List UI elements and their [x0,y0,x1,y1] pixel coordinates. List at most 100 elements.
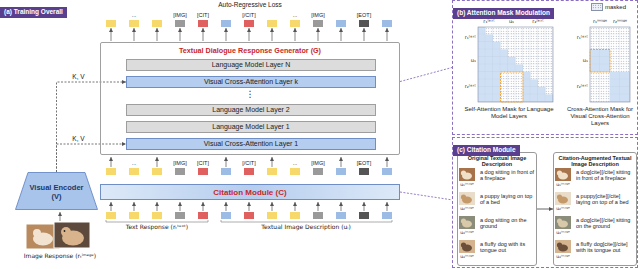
image-label: u₁ⁱᵐᵃᵍᵉ [460,182,474,187]
cross-attention-mask [590,50,610,73]
diagram-root: u₁ [583,58,588,64]
diagram-root: u₁ [471,58,476,64]
token-arrow [272,28,273,41]
diagram-root: r₁ᵗᵉˣᵗ [483,19,494,25]
token-arrow [111,202,112,211]
image-thumbnail [555,192,571,205]
token-label: [CIT] [197,160,209,166]
panel-title: (a) Training Overall [0,7,67,18]
layer-name: Language Model Layer 2 [212,106,289,114]
image-thumbnail [555,168,571,181]
encoder-trapezoid: Visual Encoder (V) [15,172,98,210]
panel-title: (c) Citation Module [453,145,520,156]
image-thumbnail [557,242,562,247]
description-box: a fluffy dog[cite][/cite] with its tongu… [576,241,636,254]
bracket [221,220,392,222]
token-arrow [203,202,204,211]
input-label: Image Response (rₜⁱᵐᵃᵍᵉ) [24,253,96,260]
image-label: u₃ⁱᵐᵃᵍᵉ [556,230,570,235]
panel: (c) Citation ModuleOriginal Textual Imag… [452,137,638,268]
token-label: ... [132,160,137,166]
token-arrow [272,202,273,211]
diagram-root: Cross-Attention Mask for Visual Cross-At… [562,106,638,127]
token-arrow [318,28,319,41]
connector [57,82,127,172]
description-box: a puppy[cite][/cite] laying on top of a … [576,193,636,206]
token-arrow [295,28,296,41]
image-thumbnail [459,240,475,253]
token-label: [EOT] [357,160,371,166]
diagram-root: r₁ᵗᵉˣᵗ [465,35,476,41]
token-arrow [180,202,181,211]
diagram-root: u₄ⁱᵐᵃᵍᵉ [556,254,570,259]
token-label: [IMG] [311,160,324,166]
token-arrow [387,202,388,211]
dog-photo [61,227,71,237]
self-attention-mask [478,27,553,102]
token-arrow [341,157,342,167]
description-text: a dog sitting in front of a fireplace [480,169,536,182]
input-label: Textual Image Description (uᵢ) [261,224,351,231]
layer-name: Visual Cross-Attention Layer k [204,78,298,86]
encoder-outline [16,173,98,210]
diagram-root: r₂ᵗᵉˣᵗ [465,84,476,90]
axis-label: r₂ᵗᵉˣᵗ [577,84,588,90]
token-arrow [341,28,342,41]
diagram-root: ... [132,12,137,18]
image-thumbnail [461,218,466,223]
image-thumbnail [459,192,475,205]
image-label: u₂ⁱᵐᵃᵍᵉ [556,206,570,211]
diagram-root: r₂ᵗᵉˣᵗ [577,84,588,90]
self-attention-mask [478,27,553,102]
token-arrow [226,202,227,211]
image-label: u₁ⁱᵐᵃᵍᵉ [556,182,570,187]
connector [400,68,452,82]
axis-label: u₁ [509,19,514,25]
dog-photo [64,230,66,232]
token-arrow [364,28,365,41]
token-arrow [203,28,204,41]
axis-label: r₁ⁱᵐᵃᵍᵉ [593,19,607,25]
image-thumbnail [461,170,466,175]
token-arrow [318,202,319,211]
layer-name: Language Model Layer N [212,61,291,69]
self-attention-mask [501,72,524,102]
axis-label: r₁ᵗᵉˣᵗ [465,35,476,41]
axis-label: r₂ᵗᵉˣᵗ [465,84,476,90]
layer-name: Visual Cross-Attention Layer 1 [204,140,298,148]
token-arrow [341,202,342,211]
token-label: [/CIT] [242,12,255,18]
image-label: u₃ⁱᵐᵃᵍᵉ [460,230,474,235]
image-thumbnail [555,240,571,253]
citation-box: Citation Module (C) [100,184,400,200]
diagram-root: r₂ᵗᵉˣᵗ [532,19,543,25]
diagram-root: u₃ⁱᵐᵃᵍᵉ [460,230,474,235]
diagram-root: r₁ⁱᵐᵃᵍᵉ [593,19,607,25]
axis-label: u₁ [471,58,476,64]
token-arrow [226,157,227,167]
diagram-root: r₁ᵗᵉˣᵗ [577,35,588,41]
axis-label: r₁ᵗᵉˣᵗ [483,19,494,25]
token-arrow [249,28,250,41]
image-label: u₄ⁱᵐᵃᵍᵉ [460,254,474,259]
description-box: a dog sitting on the ground [480,217,536,230]
diagram-root: [IMG] [173,160,186,166]
legend-text: masked [605,4,626,11]
diagram-root: [CIT] [197,160,209,166]
connector [57,144,127,172]
cross-attention-mask [590,27,630,102]
bracket [106,220,208,222]
axis-label: r₁ᵗᵉˣᵗ [577,35,588,41]
description-box: a dog[cite][/cite] sitting in front of a… [576,169,636,182]
description-text: a fluffy dog with its tongue out [480,241,536,254]
token-arrow [295,202,296,211]
loss-label: Auto-Regressive Loss [218,1,282,8]
token-arrow [272,157,273,167]
diagram-root: u₁ [509,19,514,25]
token-arrow [364,202,365,211]
token-arrow [157,202,158,211]
token-arrow [249,202,250,211]
token-label: [IMG] [173,12,186,18]
diagram-root: Image Response (rₜⁱᵐᵃᵍᵉ) [24,253,96,260]
